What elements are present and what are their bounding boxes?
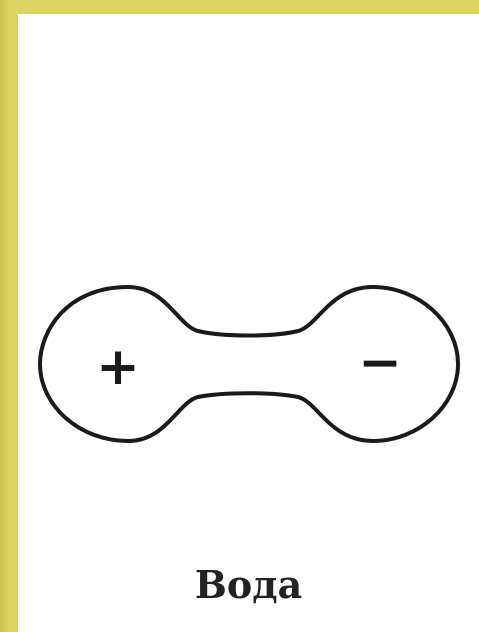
diagram-caption: Вода [18,562,479,607]
water-dipole-diagram: + − [18,14,479,632]
positive-charge-sign: + [96,337,140,397]
negative-charge-sign: − [358,333,402,393]
slide-panel: + − Вода [18,14,479,632]
